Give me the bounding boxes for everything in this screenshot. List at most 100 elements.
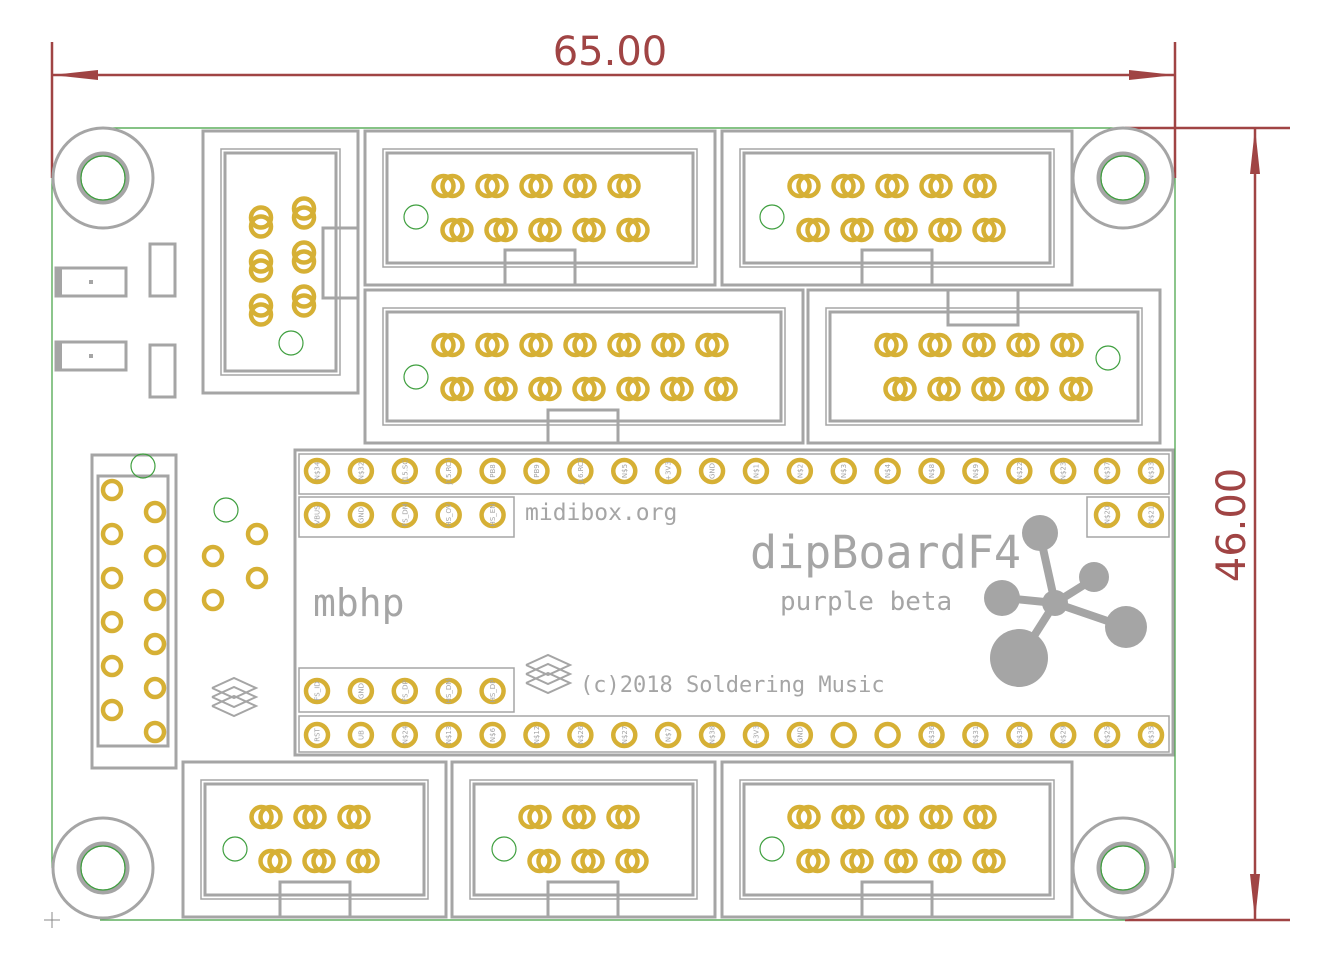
header-pin: GND bbox=[347, 677, 375, 705]
pad bbox=[875, 173, 900, 199]
mounting-hole-outline bbox=[1071, 816, 1175, 920]
small-pad-group bbox=[201, 497, 269, 612]
pad bbox=[355, 848, 380, 874]
pad bbox=[830, 457, 857, 485]
pin1-marker bbox=[222, 836, 248, 862]
pad bbox=[347, 721, 375, 749]
pad bbox=[805, 217, 830, 243]
usb-header-outline-lower bbox=[298, 667, 515, 713]
header-pin: GND bbox=[347, 501, 375, 529]
pad bbox=[698, 457, 726, 485]
header-pin: GND bbox=[786, 721, 814, 749]
logo-chevron bbox=[211, 694, 259, 718]
pin-label: HS_DM bbox=[445, 679, 453, 704]
pad bbox=[831, 173, 856, 199]
pad bbox=[528, 217, 553, 243]
header-pin: J15.RC1 bbox=[435, 457, 462, 486]
header-pin: GND bbox=[698, 457, 726, 485]
pin1-marker bbox=[1095, 345, 1121, 371]
pad bbox=[972, 804, 997, 830]
pad bbox=[528, 376, 553, 402]
box-header-connector bbox=[450, 760, 717, 919]
smd-center-dot bbox=[89, 280, 93, 284]
header-pin: N$2 bbox=[786, 457, 814, 485]
pin-label: GND bbox=[796, 727, 804, 743]
mounting-hole-ring bbox=[1096, 841, 1150, 895]
pad bbox=[918, 457, 945, 485]
mounting-hole-drill bbox=[80, 155, 126, 201]
pad bbox=[248, 205, 274, 230]
pad bbox=[840, 217, 865, 243]
pad bbox=[435, 501, 462, 529]
pad bbox=[884, 173, 909, 199]
pad bbox=[347, 457, 375, 485]
logo-chevron bbox=[525, 662, 573, 686]
pad bbox=[918, 332, 943, 358]
pad bbox=[581, 376, 606, 402]
pad bbox=[563, 332, 588, 358]
pin1-marker bbox=[213, 497, 239, 523]
pad bbox=[1093, 457, 1121, 485]
pad bbox=[523, 721, 550, 749]
pad bbox=[258, 848, 283, 874]
pad bbox=[479, 677, 506, 705]
pin-label: N$27 bbox=[621, 726, 629, 745]
header-pin: N$6 bbox=[479, 721, 506, 749]
pin-label: N$29 bbox=[1060, 726, 1068, 745]
width-dimension-label: 65.00 bbox=[553, 29, 668, 75]
pin-label: N$22 bbox=[1016, 462, 1024, 481]
pad bbox=[928, 217, 953, 243]
pad bbox=[479, 501, 506, 529]
pad bbox=[963, 173, 988, 199]
header-pin: N$7 bbox=[654, 721, 682, 749]
pad bbox=[928, 173, 953, 199]
mounting-hole-ring bbox=[76, 841, 130, 895]
pin1-marker bbox=[403, 204, 429, 230]
mounting-hole-outline bbox=[51, 816, 155, 920]
mounting-hole-drill bbox=[80, 845, 126, 891]
smd-pin1-bar bbox=[56, 342, 62, 370]
pad bbox=[625, 217, 650, 243]
pad bbox=[1006, 721, 1033, 749]
pad bbox=[962, 457, 989, 485]
pad bbox=[571, 804, 596, 830]
pad bbox=[291, 249, 317, 274]
pad bbox=[567, 721, 594, 749]
pad bbox=[567, 457, 594, 485]
pin-label: N$3 bbox=[840, 464, 848, 478]
pin-label: N$21 bbox=[1147, 506, 1155, 525]
pad bbox=[347, 501, 375, 529]
pad bbox=[100, 698, 124, 722]
mounting-hole-drill bbox=[1100, 155, 1146, 201]
pad bbox=[1024, 376, 1049, 402]
pad bbox=[248, 214, 274, 239]
connector-inner bbox=[828, 310, 1140, 423]
pad bbox=[347, 677, 375, 705]
pad bbox=[493, 217, 518, 243]
connector-inner-outline bbox=[739, 779, 1055, 900]
pad bbox=[660, 376, 685, 402]
pad bbox=[651, 332, 676, 358]
pad bbox=[537, 217, 562, 243]
pad bbox=[971, 332, 996, 358]
connector-key-tab bbox=[946, 288, 1020, 327]
box-header-connector bbox=[363, 129, 717, 287]
pin-label: HS_DP bbox=[489, 680, 497, 703]
pad bbox=[625, 376, 650, 402]
copyright-label: (c)2018 Soldering Music bbox=[580, 673, 885, 698]
pin-label: N$36 bbox=[928, 725, 936, 744]
pad bbox=[479, 721, 506, 749]
pad bbox=[607, 332, 632, 358]
pad bbox=[435, 677, 462, 705]
pad bbox=[830, 721, 857, 749]
pin-label: N$37 bbox=[1104, 462, 1112, 481]
connector-inner-outline bbox=[739, 148, 1055, 268]
pad bbox=[893, 848, 918, 874]
pin-label: N$35 bbox=[1148, 726, 1156, 745]
pad bbox=[919, 173, 944, 199]
pad bbox=[245, 566, 269, 590]
pad bbox=[654, 457, 682, 485]
smd-component bbox=[54, 242, 177, 298]
header-pin: N$13 bbox=[435, 721, 462, 749]
connector-inner bbox=[203, 782, 426, 897]
